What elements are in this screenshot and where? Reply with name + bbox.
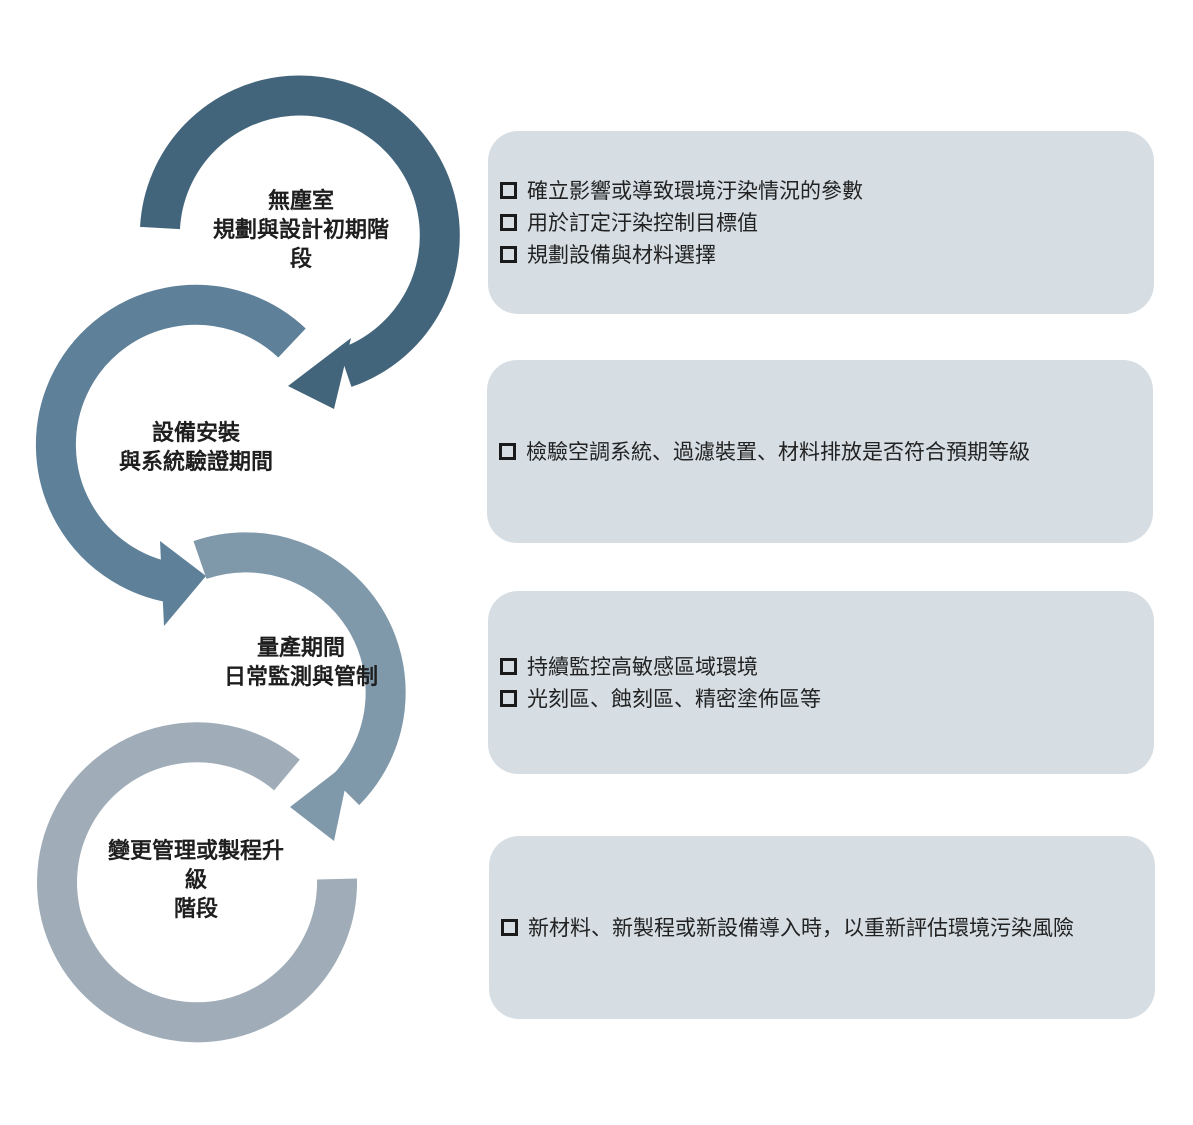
stage-4-label-line: 變更管理或製程升 bbox=[107, 839, 284, 864]
square-bullet-icon bbox=[501, 918, 518, 936]
stage-1-label-line: 段 bbox=[289, 247, 312, 272]
bullet-text: 規劃設備與材料選擇 bbox=[527, 242, 716, 267]
stage-2-arc bbox=[35, 284, 306, 604]
stage-4-arc bbox=[37, 722, 358, 1043]
bullet-item: 持續監控高敏感區域環境 bbox=[500, 651, 1134, 683]
bullet-item: 檢驗空調系統、過濾裝置、材料排放是否符合預期等級 bbox=[499, 436, 1133, 468]
stage-3-label-line: 日常監測與管制 bbox=[223, 665, 378, 690]
stage-1-label-line: 無塵室 bbox=[267, 189, 334, 214]
stage-2-panel: 檢驗空調系統、過濾裝置、材料排放是否符合預期等級 bbox=[487, 360, 1153, 543]
bullet-text: 持續監控高敏感區域環境 bbox=[527, 654, 758, 679]
bullet-item: 光刻區、蝕刻區、精密塗佈區等 bbox=[500, 683, 1134, 715]
square-bullet-icon bbox=[500, 181, 517, 199]
square-bullet-icon bbox=[500, 245, 517, 263]
square-bullet-icon bbox=[500, 689, 517, 707]
stage-3-label-line: 量產期間 bbox=[256, 636, 345, 661]
stage-4-label-line: 級 bbox=[184, 868, 207, 893]
bullet-text: 新材料、新製程或新設備導入時，以重新評估環境污染風險 bbox=[528, 915, 1074, 940]
stage-3-arrowhead bbox=[290, 760, 351, 841]
square-bullet-icon bbox=[499, 442, 516, 460]
bullet-item: 新材料、新製程或新設備導入時，以重新評估環境污染風險 bbox=[501, 912, 1135, 944]
square-bullet-icon bbox=[500, 213, 517, 231]
bullet-text: 光刻區、蝕刻區、精密塗佈區等 bbox=[527, 686, 821, 711]
stage-3-arc bbox=[193, 532, 406, 806]
bullet-text: 確立影響或導致環境汙染情況的參數 bbox=[527, 178, 863, 203]
bullet-text: 檢驗空調系統、過濾裝置、材料排放是否符合預期等級 bbox=[526, 439, 1030, 464]
stage-1-panel: 確立影響或導致環境汙染情況的參數 用於訂定汙染控制目標值 規劃設備與材料選擇 bbox=[488, 131, 1154, 314]
bullet-text: 用於訂定汙染控制目標值 bbox=[527, 210, 758, 235]
stage-1-label-line: 規劃與設計初期階 bbox=[212, 218, 389, 243]
stage-1-label: 無塵室 規劃與設計初期階 段 bbox=[200, 187, 402, 274]
stage-4-label-line: 階段 bbox=[173, 897, 218, 922]
stage-1-arc bbox=[140, 75, 460, 387]
square-bullet-icon bbox=[500, 657, 517, 675]
stage-4-label: 變更管理或製程升 級 階段 bbox=[95, 837, 297, 924]
stage-2-label: 設備安裝 與系統驗證期間 bbox=[96, 419, 296, 477]
bullet-item: 用於訂定汙染控制目標值 bbox=[500, 207, 1134, 239]
stage-2-label-line: 設備安裝 bbox=[151, 421, 240, 446]
stage-1-arrowhead bbox=[288, 338, 351, 409]
stage-2-arrowhead bbox=[160, 541, 206, 626]
stage-4-panel: 新材料、新製程或新設備導入時，以重新評估環境污染風險 bbox=[489, 836, 1155, 1019]
bullet-item: 確立影響或導致環境汙染情況的參數 bbox=[500, 175, 1134, 207]
stage-2-label-line: 與系統驗證期間 bbox=[118, 450, 273, 475]
stage-3-panel: 持續監控高敏感區域環境 光刻區、蝕刻區、精密塗佈區等 bbox=[488, 591, 1154, 774]
bullet-item: 規劃設備與材料選擇 bbox=[500, 239, 1134, 271]
stage-3-label: 量產期間 日常監測與管制 bbox=[201, 634, 401, 692]
